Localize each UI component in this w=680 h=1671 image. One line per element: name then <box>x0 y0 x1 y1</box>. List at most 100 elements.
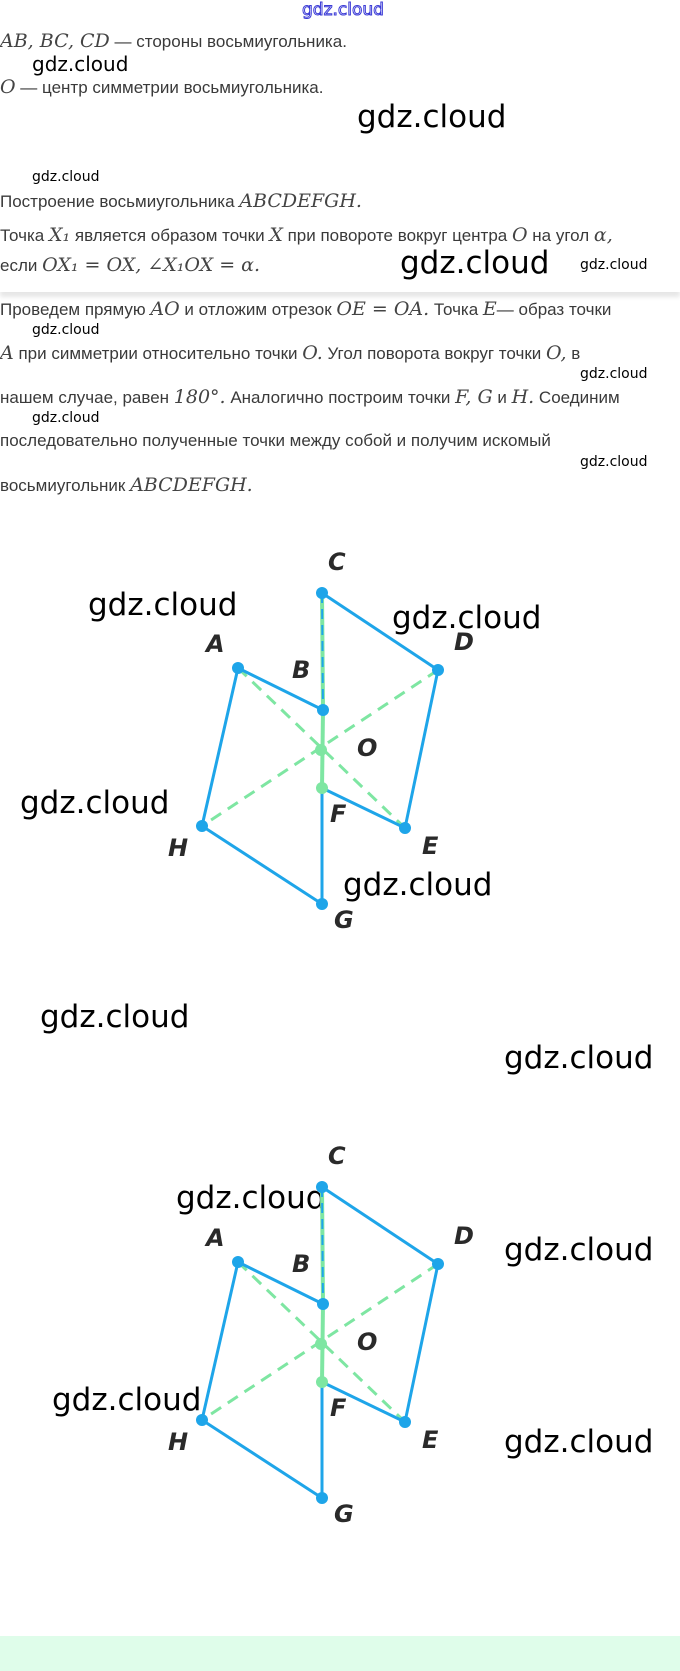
point-d <box>432 1258 444 1270</box>
math-expression: E <box>482 298 497 320</box>
text-segment: Точка <box>0 226 49 245</box>
point-h <box>196 820 208 832</box>
point-b <box>317 1298 329 1310</box>
math-expression: O <box>0 76 16 98</box>
watermark: gdz.cloud <box>32 169 100 185</box>
side-ha <box>200 667 240 827</box>
watermark: gdz.cloud <box>32 410 100 426</box>
math-expression: X₁ <box>48 224 71 246</box>
text-segment: является образом точки <box>70 226 270 245</box>
label-d: D <box>454 628 474 656</box>
label-o: O <box>357 734 377 762</box>
text-segment: на угол <box>527 226 594 245</box>
watermark: gdz.cloud <box>580 366 648 382</box>
point-e <box>399 822 411 834</box>
text-segment: при симметрии относительно точки <box>13 344 303 363</box>
text-segment: Построение восьмиугольника <box>0 192 240 211</box>
label-o: O <box>357 1328 377 1356</box>
side-ef <box>321 1380 406 1424</box>
watermark: gdz.cloud <box>88 587 238 623</box>
math-expression: O <box>511 224 528 246</box>
watermark: gdz.cloud <box>392 600 542 636</box>
math-expression: AB, BC, CD <box>0 30 110 52</box>
point-f <box>316 1376 328 1388</box>
overlay-band <box>0 280 680 292</box>
label-c: C <box>328 1142 346 1170</box>
label-f: F <box>330 1394 347 1422</box>
text-line: последовательно полученные точки между с… <box>0 430 551 452</box>
math-expression: ABCDEFGH. <box>239 190 362 212</box>
text-segment: — стороны восьмиугольника. <box>109 32 347 51</box>
watermark: gdz.cloud <box>580 454 648 470</box>
label-a: A <box>204 630 225 658</box>
watermark: gdz.cloud <box>40 999 190 1035</box>
point-f <box>316 782 328 794</box>
side-gh <box>201 1418 323 1500</box>
point-o <box>315 1338 327 1350</box>
text-line: Построение восьмиугольника ABCDEFGH. <box>0 190 362 212</box>
text-segment: — образ точки <box>496 300 612 319</box>
point-a <box>232 1256 244 1268</box>
watermark: gdz.cloud <box>20 785 170 821</box>
text-segment: если <box>0 256 43 275</box>
text-segment: при повороте вокруг центра <box>282 226 512 245</box>
text-segment: Аналогично построим точки <box>225 388 456 407</box>
math-expression: OX₁ = OX, ∠X₁OX = α. <box>42 254 261 276</box>
math-expression: A <box>0 342 14 364</box>
side-gh <box>201 824 323 906</box>
math-expression: F, G <box>455 386 493 408</box>
point-h <box>196 1414 208 1426</box>
text-line: AB, BC, CD — стороны восьмиугольника. <box>0 30 347 52</box>
math-expression: OE = OA. <box>336 298 430 320</box>
text-segment: последовательно полученные точки между с… <box>0 431 551 450</box>
point-g <box>316 1492 328 1504</box>
label-d: D <box>454 1222 474 1250</box>
label-b: B <box>292 656 310 684</box>
label-e: E <box>422 1426 439 1454</box>
text-line: нашем случае, равен 180°. Аналогично пос… <box>0 386 620 408</box>
math-expression: X <box>269 224 283 246</box>
math-expression: 180°. <box>173 386 226 408</box>
text-segment: и отложим отрезок <box>179 300 337 319</box>
watermark-top: gdz.cloud <box>302 0 385 20</box>
side-ef <box>321 786 406 830</box>
math-expression: H. <box>511 386 535 408</box>
watermark: gdz.cloud <box>504 1424 654 1460</box>
side-de <box>403 669 440 829</box>
watermark: gdz.cloud <box>32 52 129 76</box>
text-segment: нашем случае, равен <box>0 388 174 407</box>
text-segment: Угол поворота вокруг точки <box>322 344 546 363</box>
point-o <box>315 744 327 756</box>
point-a <box>232 662 244 674</box>
text-segment: — центр симметрии восьмиугольника. <box>15 78 324 97</box>
watermark: gdz.cloud <box>176 1180 326 1216</box>
point-e <box>399 1416 411 1428</box>
text-line: Проведем прямую AO и отложим отрезок OE … <box>0 298 611 320</box>
text-segment: Проведем прямую <box>0 300 151 319</box>
watermark: gdz.cloud <box>52 1382 202 1418</box>
math-expression: ABCDEFGH. <box>130 474 253 496</box>
point-b <box>317 704 329 716</box>
text-segment: в <box>566 344 581 363</box>
label-f: F <box>330 800 347 828</box>
point-g <box>316 898 328 910</box>
label-h: H <box>168 834 188 862</box>
text-segment: Соединим <box>534 388 620 407</box>
side-cd <box>321 591 439 672</box>
text-segment: восьмиугольник <box>0 476 131 495</box>
watermark: gdz.cloud <box>504 1040 654 1076</box>
text-segment: Точка <box>429 300 483 319</box>
watermark: gdz.cloud <box>400 245 550 281</box>
side-bc <box>321 1186 324 1305</box>
math-expression: AO <box>150 298 180 320</box>
label-g: G <box>334 906 354 934</box>
label-h: H <box>168 1428 188 1456</box>
point-c <box>316 1181 328 1193</box>
watermark: gdz.cloud <box>357 99 507 135</box>
side-bc <box>321 592 324 711</box>
text-segment: и <box>492 388 512 407</box>
text-line: Точка X₁ является образом точки X при по… <box>0 224 613 246</box>
text-line: если OX₁ = OX, ∠X₁OX = α. <box>0 254 260 276</box>
